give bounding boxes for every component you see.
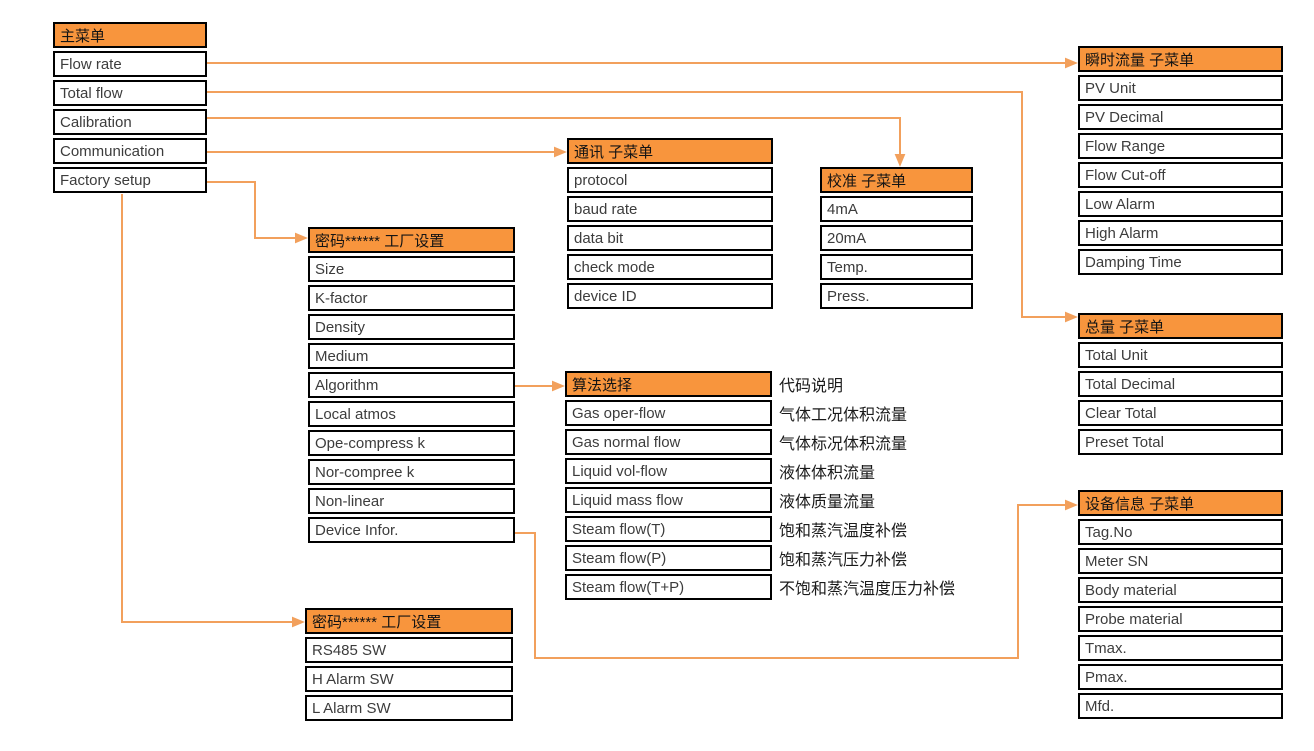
menu-box-header: 总量 子菜单 <box>1078 313 1283 339</box>
menu-box-communication-submenu: 通讯 子菜单 protocol baud rate data bit check… <box>567 138 773 312</box>
menu-item: PV Decimal <box>1078 104 1283 130</box>
connector-factory-setup-to-factory-settings-1 <box>205 181 308 244</box>
annotation-label: 液体体积流量 <box>779 465 876 482</box>
menu-item: Body material <box>1078 577 1283 603</box>
annotation-label: 气体标况体积流量 <box>779 436 908 453</box>
menu-item: Liquid vol-flow <box>565 458 772 484</box>
menu-box-factory-settings-1: 密码****** 工厂设置 Size K-factor Density Medi… <box>308 227 515 546</box>
menu-item: Medium <box>308 343 515 369</box>
menu-box-instant-flow-submenu: 瞬时流量 子菜单 PV Unit PV Decimal Flow Range F… <box>1078 46 1283 278</box>
annotation-label: 代码说明 <box>779 378 844 395</box>
menu-item: Meter SN <box>1078 548 1283 574</box>
menu-item: Temp. <box>820 254 973 280</box>
menu-item: Steam flow(P) <box>565 545 772 571</box>
menu-item: Total flow <box>53 80 207 106</box>
annotation-label: 饱和蒸汽温度补偿 <box>779 523 908 540</box>
menu-item: Liquid mass flow <box>565 487 772 513</box>
menu-item: data bit <box>567 225 773 251</box>
connector-factory-setup-to-factory-settings-2 <box>121 194 305 628</box>
menu-item: Mfd. <box>1078 693 1283 719</box>
menu-item: Factory setup <box>53 167 207 193</box>
menu-item: Density <box>308 314 515 340</box>
menu-item: High Alarm <box>1078 220 1283 246</box>
menu-item: Gas normal flow <box>565 429 772 455</box>
menu-box-header: 算法选择 <box>565 371 772 397</box>
menu-item: Calibration <box>53 109 207 135</box>
annotation-label: 不饱和蒸汽温度压力补偿 <box>779 581 956 598</box>
annotation-label: 饱和蒸汽压力补偿 <box>779 552 908 569</box>
menu-box-calibration-submenu: 校准 子菜单 4mA 20mA Temp. Press. <box>820 167 973 312</box>
menu-box-factory-settings-2: 密码****** 工厂设置 RS485 SW H Alarm SW L Alar… <box>305 608 513 724</box>
menu-box-header: 设备信息 子菜单 <box>1078 490 1283 516</box>
menu-item: Pmax. <box>1078 664 1283 690</box>
annotation-label: 液体质量流量 <box>779 494 876 511</box>
menu-item: Total Decimal <box>1078 371 1283 397</box>
menu-item: Flow Cut-off <box>1078 162 1283 188</box>
menu-item: Flow rate <box>53 51 207 77</box>
menu-item: check mode <box>567 254 773 280</box>
menu-item: Low Alarm <box>1078 191 1283 217</box>
menu-item: baud rate <box>567 196 773 222</box>
menu-box-header: 密码****** 工厂设置 <box>308 227 515 253</box>
menu-item: device ID <box>567 283 773 309</box>
menu-item: Communication <box>53 138 207 164</box>
menu-item: Device Infor. <box>308 517 515 543</box>
menu-box-main-menu: 主菜单 Flow rate Total flow Calibration Com… <box>53 22 207 196</box>
algorithm-annotations: 代码说明 气体工况体积流量 气体标况体积流量 液体体积流量 液体质量流量 饱和蒸… <box>779 371 955 603</box>
menu-item: Tmax. <box>1078 635 1283 661</box>
menu-item: Local atmos <box>308 401 515 427</box>
menu-item: protocol <box>567 167 773 193</box>
menu-item: Damping Time <box>1078 249 1283 275</box>
menu-item: Nor-compree k <box>308 459 515 485</box>
menu-box-header: 瞬时流量 子菜单 <box>1078 46 1283 72</box>
menu-item: Ope-compress k <box>308 430 515 456</box>
menu-item: Gas oper-flow <box>565 400 772 426</box>
menu-item: Press. <box>820 283 973 309</box>
menu-box-total-submenu: 总量 子菜单 Total Unit Total Decimal Clear To… <box>1078 313 1283 458</box>
connector-calibration-to-calibration-submenu <box>207 117 906 167</box>
menu-item: Probe material <box>1078 606 1283 632</box>
menu-box-header: 校准 子菜单 <box>820 167 973 193</box>
menu-item: Total Unit <box>1078 342 1283 368</box>
menu-item: 20mA <box>820 225 973 251</box>
menu-item: 4mA <box>820 196 973 222</box>
menu-box-device-info-submenu: 设备信息 子菜单 Tag.No Meter SN Body material P… <box>1078 490 1283 722</box>
menu-box-header: 通讯 子菜单 <box>567 138 773 164</box>
annotation-label: 气体工况体积流量 <box>779 407 908 424</box>
menu-item: H Alarm SW <box>305 666 513 692</box>
menu-item: L Alarm SW <box>305 695 513 721</box>
menu-item: Flow Range <box>1078 133 1283 159</box>
menu-box-header: 密码****** 工厂设置 <box>305 608 513 634</box>
menu-item: Tag.No <box>1078 519 1283 545</box>
menu-item: Steam flow(T+P) <box>565 574 772 600</box>
menu-item: K-factor <box>308 285 515 311</box>
menu-item: Preset Total <box>1078 429 1283 455</box>
menu-item: Non-linear <box>308 488 515 514</box>
menu-item: RS485 SW <box>305 637 513 663</box>
menu-item: Clear Total <box>1078 400 1283 426</box>
menu-item: PV Unit <box>1078 75 1283 101</box>
menu-item: Steam flow(T) <box>565 516 772 542</box>
menu-item: Algorithm <box>308 372 515 398</box>
menu-box-header: 主菜单 <box>53 22 207 48</box>
menu-item: Size <box>308 256 515 282</box>
menu-box-algorithm-select: 算法选择 Gas oper-flow Gas normal flow Liqui… <box>565 371 772 603</box>
